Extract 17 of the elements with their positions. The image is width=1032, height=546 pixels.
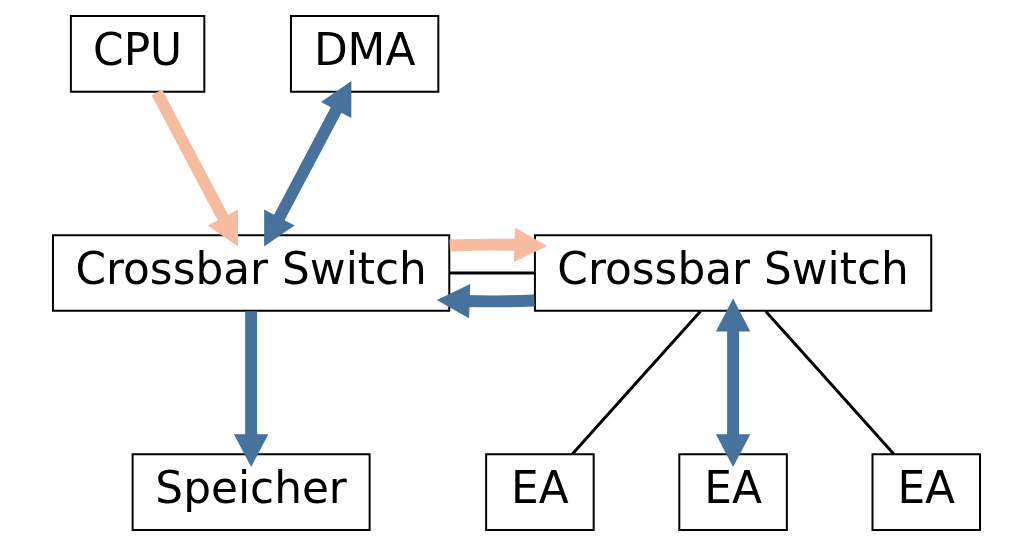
arrow	[233, 311, 268, 467]
node-box: EA	[484, 453, 595, 531]
arrow	[449, 227, 547, 262]
node-box: EA	[677, 453, 788, 531]
node-box: EA	[871, 453, 981, 531]
node-box: Crossbar Switch	[533, 234, 932, 312]
node-box: Crossbar Switch	[51, 234, 450, 312]
node-box: Speicher	[131, 453, 371, 531]
node-box: DMA	[289, 15, 439, 93]
connector	[449, 271, 534, 275]
arrow	[715, 298, 750, 467]
arrow	[436, 284, 535, 319]
connector	[764, 310, 895, 456]
connector	[570, 310, 701, 456]
arrow	[263, 81, 351, 247]
node-box: CPU	[69, 15, 205, 93]
arrow	[151, 89, 238, 247]
